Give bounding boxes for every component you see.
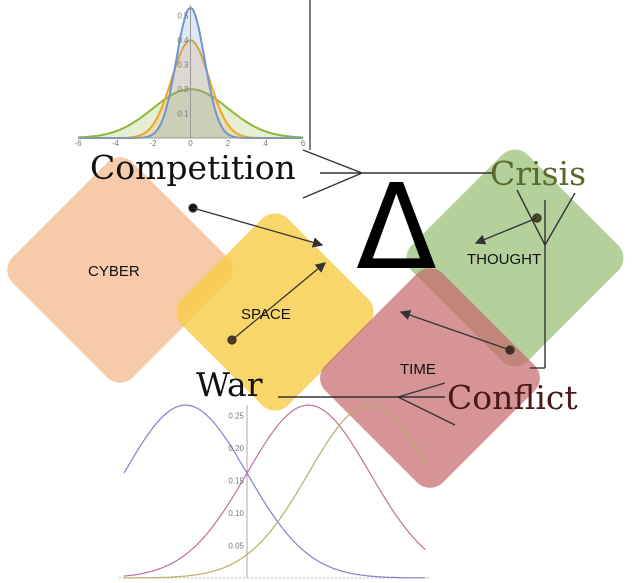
- y-tick-label: 0.15: [228, 477, 244, 486]
- y-tick-label: 0.1: [177, 110, 189, 119]
- x-tick-label: -6: [74, 139, 82, 148]
- arrows: [188, 203, 542, 355]
- y-tick-label: 0.3: [177, 61, 189, 70]
- series-line-olive: [124, 404, 426, 579]
- war-label: War: [196, 365, 263, 404]
- y-tick-label: 0.5: [177, 12, 189, 21]
- arrow-crisis-to-thought: [474, 217, 538, 245]
- crisis-label: Crisis: [490, 154, 587, 193]
- cyber-label: CYBER: [88, 263, 140, 280]
- y-tick-label: 0.4: [177, 36, 189, 45]
- arrow-space-to-delta: [231, 262, 327, 341]
- x-tick-label: -4: [112, 139, 120, 148]
- competition-label: Competition: [90, 148, 296, 187]
- arrow-competition-to-delta: [192, 207, 324, 248]
- time-diamond: [320, 268, 540, 488]
- connector-lines: [278, 149, 576, 426]
- y-tick-label: 0.25: [228, 412, 244, 421]
- time-label: TIME: [400, 361, 436, 378]
- bottom-distribution-chart: 0.05 0.10 0.15 0.20 0.25: [119, 404, 431, 579]
- x-tick-label: 4: [263, 139, 268, 148]
- arrow-conflict-to-space: [399, 310, 511, 351]
- y-tick-label: 0.2: [177, 85, 189, 94]
- top-distribution-chart: -6 -4 -2 0 2 4 6 0.1 0.2 0.3 0.4 0.5: [74, 5, 306, 148]
- series-line-pink: [123, 404, 426, 577]
- series-line-blue: [123, 404, 426, 579]
- x-tick-label: 2: [226, 139, 231, 148]
- x-tick-label: 0: [188, 139, 193, 148]
- y-tick-label: 0.05: [228, 542, 244, 551]
- conflict-label: Conflict: [447, 378, 578, 417]
- space-label: SPACE: [241, 306, 291, 323]
- cyber-diamond: [7, 157, 233, 383]
- delta-symbol: Δ: [356, 158, 437, 296]
- y-tick-label: 0.20: [228, 444, 244, 453]
- thought-label: THOUGHT: [467, 251, 542, 268]
- x-tick-label: 6: [301, 139, 306, 148]
- x-tick-label: -2: [149, 139, 157, 148]
- y-tick-label: 0.10: [228, 509, 244, 518]
